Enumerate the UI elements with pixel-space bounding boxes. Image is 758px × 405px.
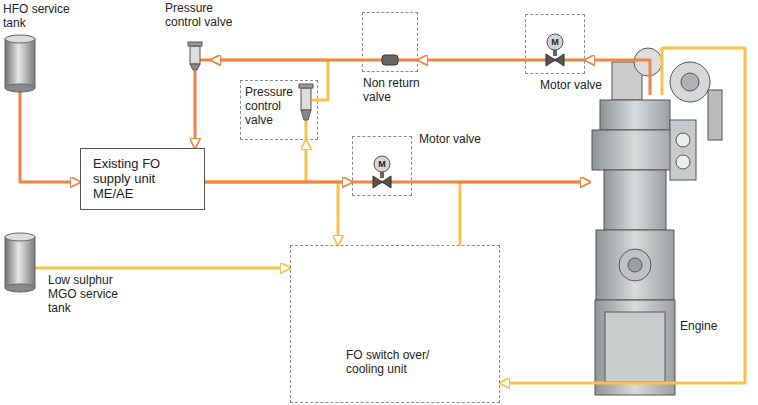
fuel-tank-symbol [5, 35, 35, 92]
mgo-pipe [205, 140, 306, 182]
motor-valve: Motor valveM [352, 136, 412, 196]
hfo-pipe [211, 59, 362, 62]
motor-valve: Motor valveM [525, 14, 585, 74]
hfo-pipe [205, 181, 352, 184]
mgo-pipe [500, 48, 745, 383]
fuel-tank: Low sulphur MGO service tank [5, 233, 35, 292]
non-return-valve: Non return valve [362, 12, 418, 72]
pressure-control-valve: Pressure control valve [240, 80, 318, 140]
node-label: Engine [680, 320, 728, 334]
supply-unit: Existing FO supply unit ME/AE [80, 148, 205, 210]
engine: Engine [590, 95, 730, 345]
pressure-control-valve: Pressure control valve [179, 40, 211, 72]
mgo-pipe [460, 182, 590, 245]
pressure-control-valve-symbol [179, 40, 211, 72]
non-return-valve-symbol [362, 12, 418, 72]
fuel-tank: HFO service tank [5, 35, 35, 92]
hfo-pipe [418, 59, 525, 62]
hfo-pipe [412, 181, 590, 184]
node-label: Motor valve [540, 79, 624, 93]
hfo-pipe [194, 72, 197, 148]
engine-drawing [592, 48, 722, 395]
switch-over-unit: FO switch over/ cooling unit [290, 245, 500, 403]
mgo-pipe [205, 182, 338, 245]
motor-mark: M [547, 36, 563, 48]
fuel-tank-symbol [5, 233, 35, 292]
node-label: Existing FO supply unit ME/AE [93, 157, 175, 202]
node-label: Pressure control valve [165, 2, 249, 30]
mgo-pipe [35, 267, 290, 270]
node-label: FO switch over/ cooling unit [346, 349, 454, 377]
node-label: HFO service tank [3, 3, 85, 31]
motor-mark: M [374, 158, 390, 170]
node-label: Pressure control valve [245, 86, 299, 127]
node-label: Non return valve [363, 77, 435, 105]
node-label: Low sulphur MGO service tank [48, 274, 144, 315]
node-label: Motor valve [419, 133, 503, 147]
hfo-pipe [20, 92, 80, 182]
